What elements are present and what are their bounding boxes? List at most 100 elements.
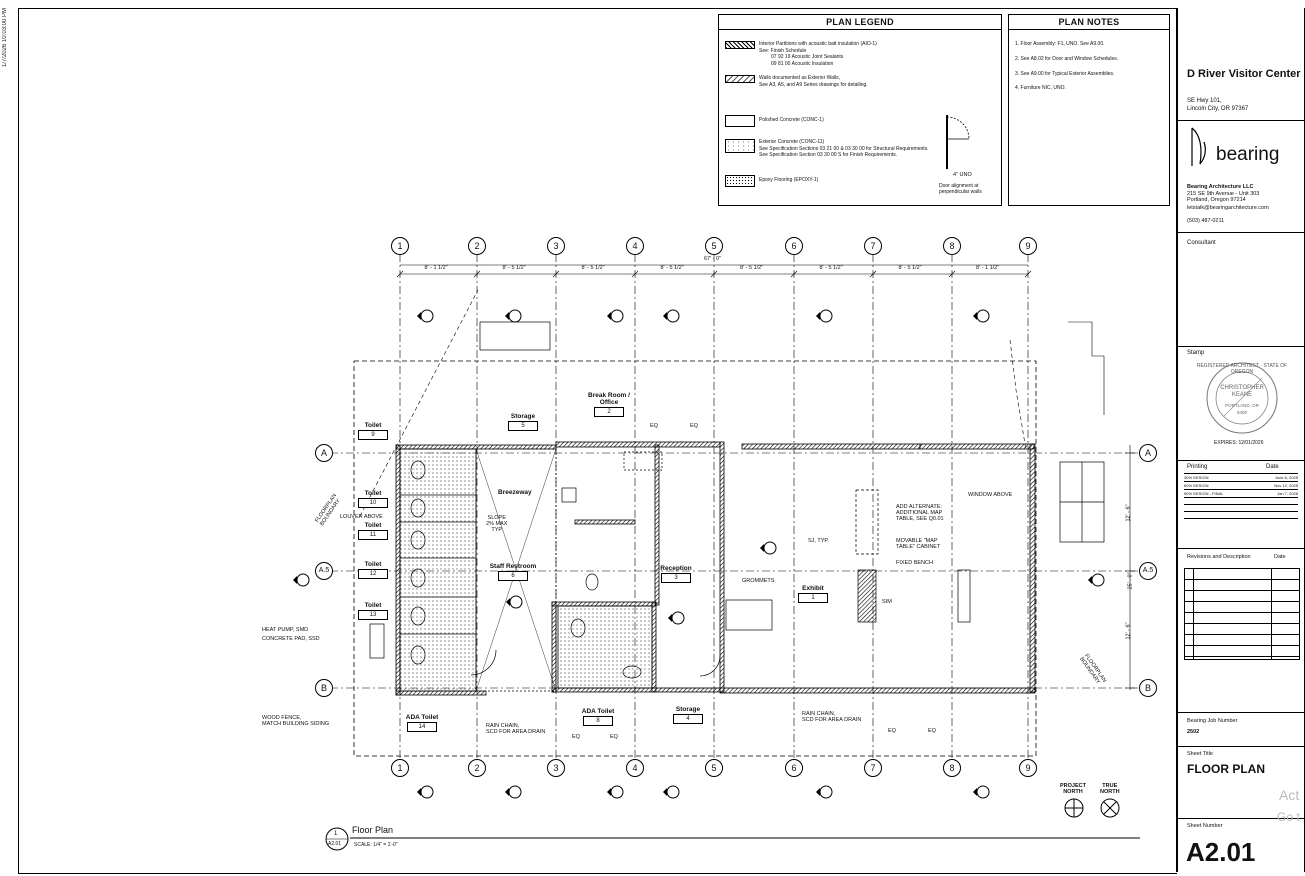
grid-bubble-col-4: 4	[626, 759, 644, 777]
bay-dimension: 8' - 5 1/2"	[502, 265, 526, 271]
project-address: SE Hwy 101, Lincoln City, OR 97367	[1187, 98, 1249, 112]
note-item: 1. Floor Assembly: F1, UNO. See A9.00.	[1015, 41, 1105, 47]
grid-bubble-col-1: 1	[391, 237, 409, 255]
drawing-sheet-ref: A2.01	[328, 841, 342, 847]
heat-pump-note: HEAT PUMP, SMD	[262, 627, 309, 633]
bay-dimension: 8' - 5 1/2"	[898, 265, 922, 271]
window-above-note: WINDOW ABOVE	[968, 492, 1013, 498]
job-number-label: Bearing Job Number	[1187, 718, 1238, 724]
grid-bubble-col-9: 9	[1019, 237, 1037, 255]
stamp-ring-text: REGISTERED ARCHITECT · STATE OF OREGON	[1196, 363, 1288, 375]
louver-note: LOUVER ABOVE	[340, 514, 383, 520]
true-north-label: TRUE NORTH	[1100, 783, 1120, 795]
revisions-label: Revisions and Description	[1187, 554, 1251, 560]
firm-logo-text: bearing	[1216, 144, 1280, 165]
drawing-title: Floor Plan	[352, 825, 394, 835]
legend-item-interior-partitions: Interior Partitions with acoustic batt i…	[725, 41, 877, 67]
drawing-number: 1	[334, 831, 338, 837]
bearing-logo-icon	[1191, 127, 1206, 166]
side-dimension: 12' - 6"	[1125, 622, 1132, 640]
add-alternate-note: ADD ALTERNATE: ADDITIONAL MAP TABLE, SEE…	[896, 504, 944, 522]
bay-dimension: 8' - 1 1/2"	[424, 265, 448, 271]
bay-dimension: 8' - 5 1/2"	[660, 265, 684, 271]
side-dimension: 25' - 0"	[1127, 572, 1134, 590]
concrete-pad-note: CONCRETE PAD, SSD	[262, 636, 320, 642]
drawing-scale: SCALE: 1/4" = 1'-0"	[354, 842, 398, 848]
rain-chain-note: RAIN CHAIN, SCD FOR AREA DRAIN	[802, 711, 862, 723]
bay-dimension: 8' - 5 1/2"	[581, 265, 605, 271]
eq-note: EQ	[650, 423, 658, 429]
job-number: 2502	[1187, 729, 1200, 735]
eq-note: EQ	[690, 423, 698, 429]
bay-dimension: 8' - 5 1/2"	[740, 265, 764, 271]
wood-fence-note: WOOD FENCE, MATCH BUILDING SIDING	[262, 715, 330, 727]
grid-bubble-col-7: 7	[864, 237, 882, 255]
grid-bubble-col-5: 5	[705, 237, 723, 255]
grid-bubble-col-4: 4	[626, 237, 644, 255]
grid-bubble-col-5: 5	[705, 759, 723, 777]
rain-chain-note: RAIN CHAIN, SCD FOR AREA DRAIN	[486, 723, 546, 735]
plan-notes: PLAN NOTES 1. Floor Assembly: F1, UNO. S…	[1008, 14, 1170, 206]
grid-bubble-row-B: B	[1139, 679, 1157, 697]
hatch-swatch-icon	[725, 41, 755, 49]
firm-info: Bearing Architecture LLC 215 SE 9th Aven…	[1187, 184, 1260, 203]
printing-date-label: Date	[1266, 464, 1279, 470]
legend-title: PLAN LEGEND	[826, 17, 894, 27]
side-dimension: 12' - 6"	[1125, 504, 1132, 522]
grid-bubble-col-8: 8	[943, 759, 961, 777]
dot-swatch-icon	[725, 175, 755, 187]
grid-bubble-row-A.5: A.5	[1139, 562, 1157, 580]
note-item: 2. See A8.02 for Door and Window Schedul…	[1015, 56, 1119, 62]
eq-note: EQ	[928, 728, 936, 734]
plain-swatch-icon	[725, 115, 755, 127]
grid-bubble-col-6: 6	[785, 759, 803, 777]
concrete-swatch-icon	[725, 139, 755, 153]
sheet-title-label: Sheet Title	[1187, 751, 1213, 757]
sheet-number: A2.01	[1186, 837, 1256, 867]
overall-dimension: 67' - 0"	[704, 256, 722, 262]
stamp-expires: EXPIRES: 12/01/2026	[1214, 440, 1264, 446]
door-caption: Door alignment at perpendicular walls	[939, 183, 982, 195]
breezeway-label: Breezeway	[498, 489, 532, 496]
legend-item-exterior-concrete: Exterior Concrete (CONC-11)See Specifica…	[725, 139, 929, 159]
door-swing-icon	[946, 115, 970, 169]
architect-seal-icon	[1206, 362, 1278, 434]
note-item: 4. Furniture NIC, UNO.	[1015, 85, 1066, 91]
legend-item-polished-concrete: Polished Concrete (CONC-1)	[725, 115, 824, 127]
door-note: 4" UNO	[953, 172, 972, 178]
firm-email: letstalk@bearingarchitecture.com	[1187, 205, 1269, 211]
watermark-text: Go t	[1277, 810, 1300, 824]
sheet-number-label: Sheet Number	[1187, 823, 1223, 829]
grid-bubble-col-8: 8	[943, 237, 961, 255]
consultant-label: Consultant	[1187, 240, 1216, 246]
stamp-city: PORTLAND, OR	[1225, 403, 1259, 408]
grid-bubble-col-6: 6	[785, 237, 803, 255]
grid-bubble-row-A: A	[1139, 444, 1157, 462]
grid-bubble-col-7: 7	[864, 759, 882, 777]
sj-typ-note: SJ, TYP.	[808, 538, 829, 544]
fixed-bench-note: FIXED BENCH	[896, 560, 933, 566]
eq-note: EQ	[610, 734, 618, 740]
watermark-text: Act	[1279, 787, 1300, 803]
grommets-note: GROMMETS	[742, 578, 775, 584]
legend-item-exterior-walls: Walls documented as Exterior Walls,See A…	[725, 75, 868, 88]
sim-note: SIM	[882, 599, 892, 605]
stamp-label: Stamp	[1187, 350, 1205, 356]
plan-legend: PLAN LEGEND Interior Partitions with aco…	[718, 14, 1002, 206]
grid-bubble-row-B: B	[315, 679, 333, 697]
project-name: D River Visitor Center	[1187, 68, 1301, 80]
project-north-label: PROJECT NORTH	[1060, 783, 1086, 795]
